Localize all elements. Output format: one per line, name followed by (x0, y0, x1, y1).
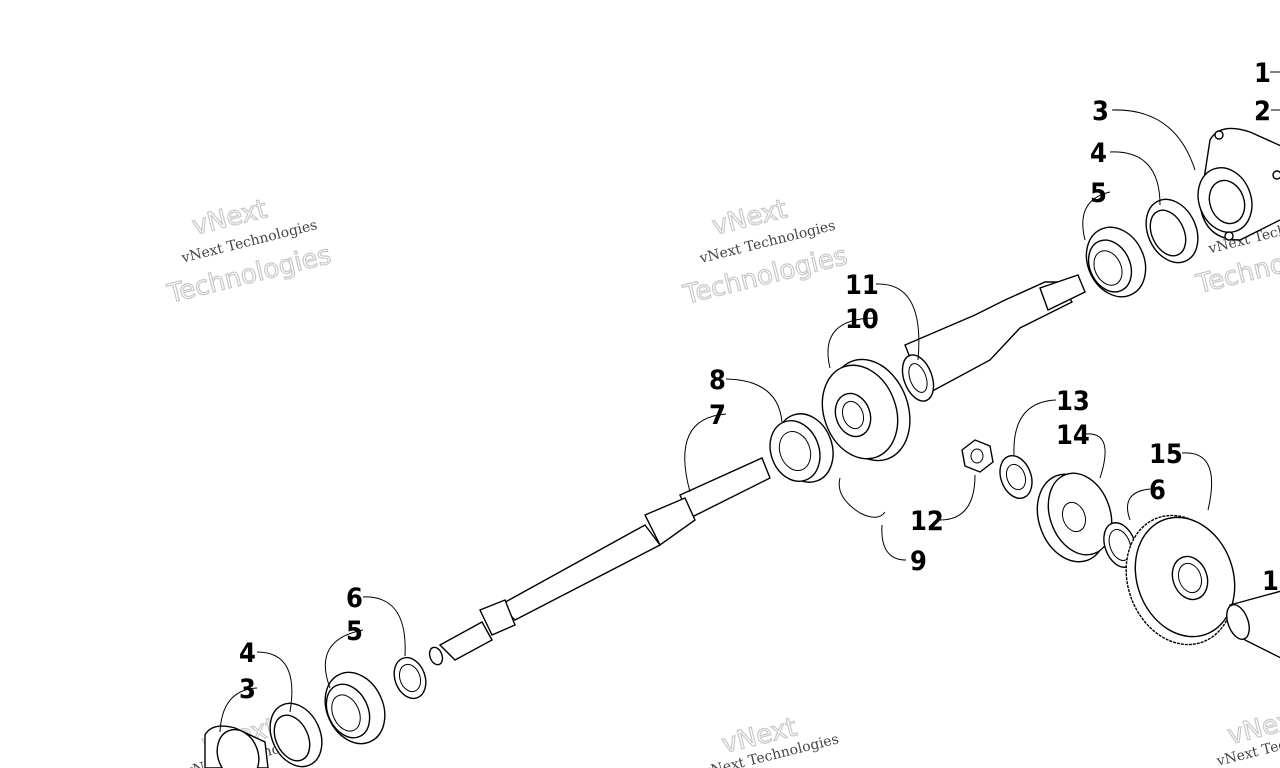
input-shaft-part (428, 457, 771, 666)
callout-label: 15 (1149, 439, 1183, 470)
callout-label: 6 (346, 583, 363, 614)
callout-label: 12 (910, 506, 944, 537)
needle-bearing-part (769, 413, 834, 483)
callout-label: 6 (1149, 475, 1166, 506)
shim-part-bottom (393, 656, 427, 700)
watermark-6: vNext vNext Technologies (1214, 703, 1280, 768)
housing-cover-part (1197, 127, 1280, 241)
callout-label: 5 (1090, 178, 1107, 209)
callout-label: 9 (910, 546, 927, 577)
callout-label: 4 (1090, 138, 1107, 169)
seal-part-bottom (269, 702, 323, 768)
washer-part (999, 454, 1033, 500)
nut-part (961, 439, 994, 473)
callout-label: 1 (1254, 58, 1271, 89)
callout-labels: 1 2 3 4 5 11 10 8 7 13 14 15 6 12 9 6 5 … (239, 58, 1280, 705)
callout-label: 2 (1254, 96, 1271, 127)
bearing-part-bottom (324, 671, 386, 745)
callout-label: 14 (1056, 420, 1090, 451)
bevel-gear-part (821, 358, 911, 462)
callout-label: 4 (239, 638, 256, 669)
callout-label: 10 (845, 304, 879, 335)
watermark-5: vNext vNext Technologies (701, 712, 841, 768)
callout-label: 8 (709, 365, 726, 396)
seal-part-top (1145, 198, 1199, 264)
watermark-1: vNext vNext Technologies Technologies (163, 194, 334, 311)
callout-label: 13 (1056, 386, 1090, 417)
callout-label: 16 (1262, 566, 1280, 597)
callout-label: 11 (845, 270, 879, 301)
callout-label: 7 (709, 400, 726, 431)
snap-ring-part (838, 477, 886, 518)
watermark-2: vNext vNext Technologies Technologies (679, 194, 850, 312)
callout-label: 3 (239, 674, 256, 705)
bearing-part-top (1085, 226, 1147, 298)
sprocket-part (1036, 472, 1113, 563)
output-shaft-part (901, 274, 1086, 402)
leader-lines (219, 71, 1280, 733)
callout-label: 3 (1092, 96, 1109, 127)
spur-gear-part (1125, 514, 1236, 646)
countershaft-part (1226, 590, 1280, 659)
callout-label: 5 (346, 616, 363, 647)
